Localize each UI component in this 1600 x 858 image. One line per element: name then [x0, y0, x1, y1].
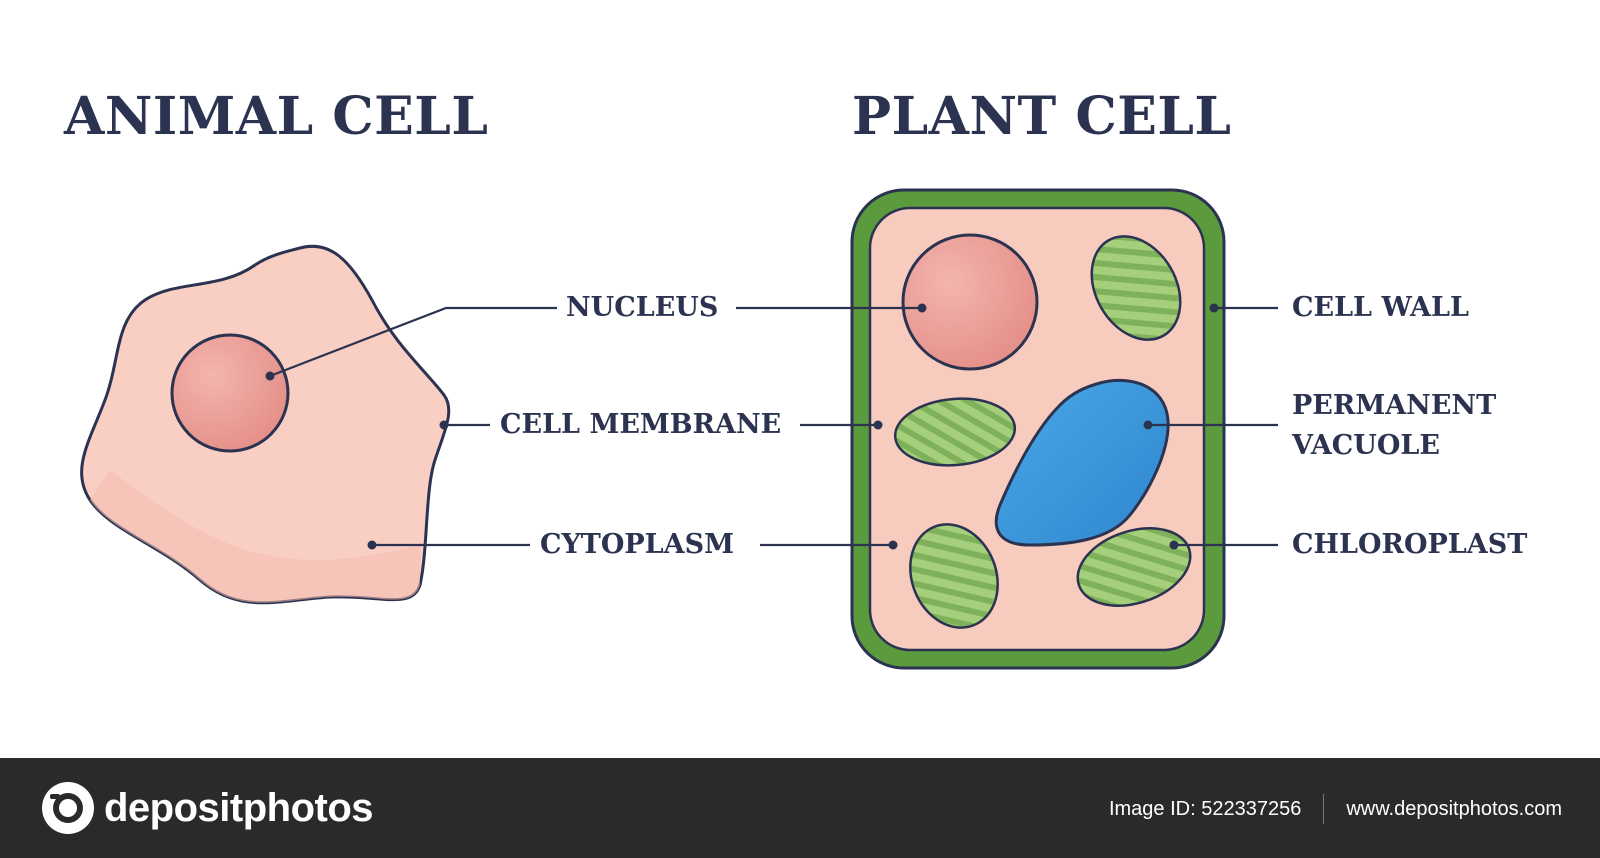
footer-bar: depositphotos Image ID: 522337256 www.de… [0, 758, 1600, 858]
label-nucleus: NUCLEUS [566, 292, 719, 323]
label-chloroplast: CHLOROPLAST [1292, 529, 1528, 560]
brand-logo[interactable]: depositphotos [40, 780, 374, 836]
leader-lines [265, 303, 1278, 550]
animal-cytoplasm-shade [90, 470, 420, 603]
animal-nucleus [170, 333, 290, 453]
permanent-vacuole [994, 378, 1170, 547]
label-permanent-vacuole: PERMANENT VACUOLE [1292, 386, 1496, 466]
website-url[interactable]: www.depositphotos.com [1346, 798, 1562, 820]
label-permanent-vacuole-line1: PERMANENT [1292, 390, 1497, 421]
label-permanent-vacuole-line2: VACUOLE [1292, 430, 1440, 461]
label-cell-membrane: CELL MEMBRANE [500, 409, 782, 440]
plant-cell [850, 188, 1226, 670]
plant-cell-title: PLANT CELL [852, 86, 1232, 147]
brand-name: depositphotos [104, 786, 374, 830]
leader-dot-cell-wall [1209, 303, 1219, 313]
leader-dot-nucleus-animal [265, 371, 275, 381]
image-id-text: Image ID: 522337256 [1108, 798, 1302, 820]
chloroplast-middle-left [893, 397, 1017, 467]
leader-dot-chloroplast [1169, 540, 1179, 550]
footer-info: Image ID: 522337256 www.depositphotos.co… [1109, 794, 1562, 824]
leader-dot-vacuole [1143, 420, 1153, 430]
camera-icon [42, 782, 94, 834]
chloroplast-bottom-right [1076, 527, 1192, 607]
animal-cell-title: ANIMAL CELL [64, 86, 489, 147]
leader-nucleus-animal [269, 306, 557, 378]
leader-dot-membrane-plant [873, 420, 883, 430]
leader-dot-cytoplasm-plant [888, 540, 898, 550]
label-cell-wall: CELL WALL [1292, 292, 1469, 323]
footer-divider [1323, 794, 1325, 824]
leader-dot-membrane-animal [439, 420, 449, 430]
chloroplast-top-right [1090, 235, 1182, 341]
leader-dot-cytoplasm-animal [367, 540, 377, 550]
label-cytoplasm: CYTOPLASM [540, 529, 734, 560]
chloroplast-bottom-left [909, 523, 999, 629]
animal-cell [80, 244, 451, 605]
plant-nucleus [901, 233, 1039, 371]
leader-dot-nucleus-plant [917, 303, 927, 313]
cell-diagram-canvas [80, 188, 1278, 670]
